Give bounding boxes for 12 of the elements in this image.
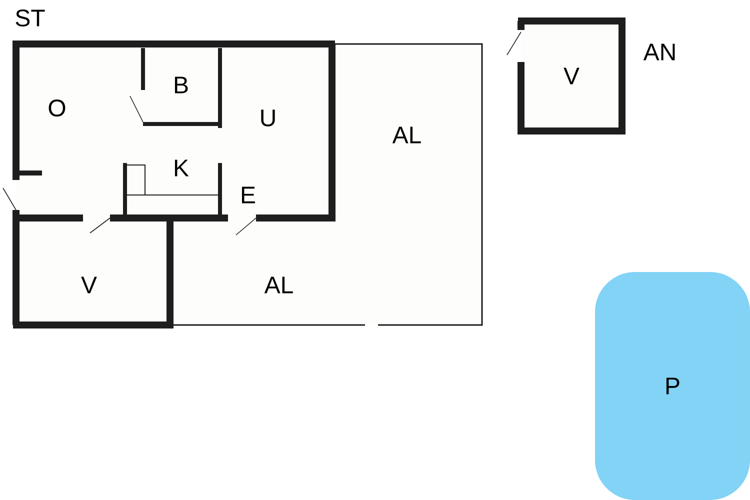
room-label: AL [264, 276, 293, 294]
room-label: B [174, 76, 188, 94]
room-label: AL [392, 126, 421, 144]
room-label: V [81, 276, 97, 294]
room-label: K [174, 160, 189, 176]
room-label: ST [16, 10, 45, 26]
room-label: O [48, 100, 66, 116]
room-label: U [261, 110, 275, 126]
pool: P [595, 272, 750, 500]
building-label: AN [643, 44, 675, 60]
room-label: E [242, 186, 255, 204]
annex-room: V [506, 18, 626, 134]
